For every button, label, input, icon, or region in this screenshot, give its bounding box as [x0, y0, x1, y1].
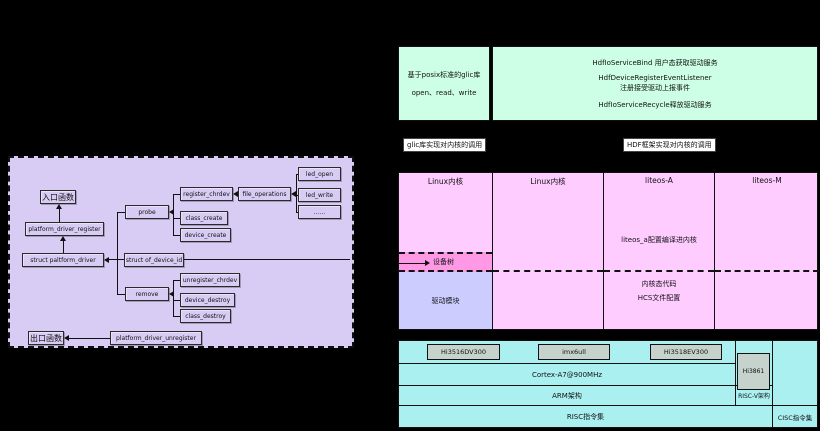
class-create-box: class_create: [180, 211, 228, 225]
kernel-column-title: Linux内核: [427, 177, 464, 186]
connector-line: [173, 280, 174, 316]
connector-line: [59, 209, 60, 222]
grid-line: [399, 385, 772, 386]
hdf-api-box: HdfIoServiceBind 用户态获取驱动服务 HdfDeviceRegi…: [492, 46, 818, 121]
soc-chip-hi3516: Hi3516DV300: [427, 344, 500, 360]
arrow-right-icon: [425, 260, 430, 266]
soc-chip-imx6ull: imx6ull: [538, 344, 610, 360]
ellipsis-box: ......: [298, 205, 341, 219]
remove-box: remove: [125, 287, 169, 301]
platform-driver-diagram: 入口函数 platform_driver_register struct pal…: [8, 156, 354, 348]
divider-dashed-line: [493, 270, 603, 272]
kernel-column-liteos-m: liteos-M: [714, 173, 819, 329]
class-destroy-box: class_destroy: [180, 309, 231, 323]
kernel-layer-panel: Linux内核 设备树 驱动模块 Linux内核 liteos-A liteos…: [398, 172, 819, 330]
device-destroy-box: device_destroy: [180, 293, 235, 307]
led-open-box: led_open: [298, 167, 341, 181]
hdf-kernel-call-note: HDF框架实现对内核的调用: [623, 138, 716, 152]
arm-arch-cell: ARM架构: [552, 391, 582, 400]
struct-platform-driver-box: struct paltform_driver: [22, 253, 104, 267]
arrow-left-icon: [104, 257, 109, 263]
connector-line: [173, 218, 180, 219]
divider-dashed-line: [715, 270, 819, 272]
unregister-chrdev-box: unregister_chrdev: [180, 273, 240, 287]
connector-line: [296, 174, 298, 175]
connector-line: [184, 259, 350, 260]
grid-line: [399, 405, 817, 406]
hcs-config-label: HCS文件配置: [637, 294, 681, 302]
kernel-column-linux-1: Linux内核 设备树 驱动模块: [399, 173, 492, 329]
soc-chip-hi3861: Hi3861: [737, 353, 770, 390]
register-chrdev-box: register_chrdev: [180, 187, 233, 201]
probe-box: probe: [125, 205, 169, 219]
glibc-api-title: 基于posix标准的glic库: [407, 70, 481, 79]
kernel-column-title: liteos-A: [645, 176, 673, 185]
cisc-isa-cell: CISC指令集: [777, 413, 813, 422]
arrow-left-icon: [233, 191, 238, 197]
platform-driver-unregister-box: platform_driver_unregister: [110, 331, 202, 345]
connector-line: [117, 212, 125, 213]
arrow-left-icon: [169, 209, 174, 215]
device-tree-band: 设备树: [399, 252, 492, 272]
cpu-cell: Cortex-A7@900MHz: [531, 370, 603, 379]
driver-module-label: 驱动模块: [431, 296, 460, 305]
kernel-column-title: Linux内核: [530, 177, 566, 186]
connector-line: [109, 259, 124, 260]
connector-line: [173, 194, 174, 235]
arrow-left-icon: [291, 191, 296, 197]
arrow-up-icon: [56, 204, 62, 209]
hardware-panel: Hi3516DV300 imx6ull Hi3518EV300 Hi3861 C…: [398, 340, 818, 428]
entry-function-box: 入口函数: [40, 190, 76, 204]
device-create-box: device_create: [180, 228, 231, 242]
exit-function-box: 出口函数: [28, 331, 64, 345]
glibc-api-functions: open、read、write: [411, 88, 477, 97]
connector-line: [173, 280, 180, 281]
kernel-column-linux-2: Linux内核: [492, 173, 603, 329]
connector-line: [117, 294, 125, 295]
device-tree-label: 设备树: [433, 258, 454, 266]
connector-line: [399, 263, 425, 264]
hdf-service-bind-label: HdfIoServiceBind 用户态获取驱动服务: [592, 58, 718, 67]
led-write-box: led_write: [298, 188, 341, 202]
divider-dashed-line: [604, 270, 714, 272]
platform-driver-register-box: platform_driver_register: [25, 222, 104, 236]
connector-line: [117, 212, 118, 294]
hdf-register-listener-label: HdfDeviceRegisterEventListener: [598, 73, 712, 82]
grid-line: [735, 341, 736, 405]
file-operations-box: file_operations: [238, 187, 291, 201]
soc-chip-hi3518: Hi3518EV300: [650, 344, 722, 360]
kernel-column-liteos-a: liteos-A liteos_a配置编译进内核 内核态代码 HCS文件配置: [603, 173, 714, 329]
connector-line: [296, 212, 298, 213]
riscv-arch-cell: RISC-V架构: [738, 393, 770, 400]
glibc-kernel-call-note: glic库实现对内核的调用: [403, 138, 487, 152]
connector-line: [296, 174, 297, 212]
kernel-mode-code-label: 内核态代码: [641, 280, 677, 288]
kernel-column-title: liteos-M: [752, 176, 782, 185]
arrow-left-icon: [64, 335, 69, 341]
connector-line: [173, 235, 180, 236]
arrow-up-icon: [60, 236, 66, 241]
connector-line: [173, 316, 180, 317]
liteos-a-config-label: liteos_a配置编译进内核: [621, 236, 697, 244]
arrow-left-icon: [169, 291, 174, 297]
hdf-register-listener-desc: 注册接受驱动上报事件: [620, 83, 690, 92]
connector-line: [63, 241, 64, 253]
grid-line: [399, 363, 735, 364]
struct-of-device-id-box: struct of_device_id: [124, 253, 184, 267]
grid-line: [772, 341, 773, 427]
connector-line: [173, 194, 180, 195]
connector-line: [296, 195, 298, 196]
connector-line: [173, 300, 180, 301]
hdf-service-recycle-label: HdfIoServiceRecycle释放驱动服务: [598, 100, 712, 109]
glibc-api-box: 基于posix标准的glic库 open、read、write: [398, 46, 490, 121]
connector-line: [69, 338, 110, 339]
driver-module-cell: 驱动模块: [399, 272, 492, 329]
risc-isa-cell: RISC指令集: [566, 412, 605, 421]
